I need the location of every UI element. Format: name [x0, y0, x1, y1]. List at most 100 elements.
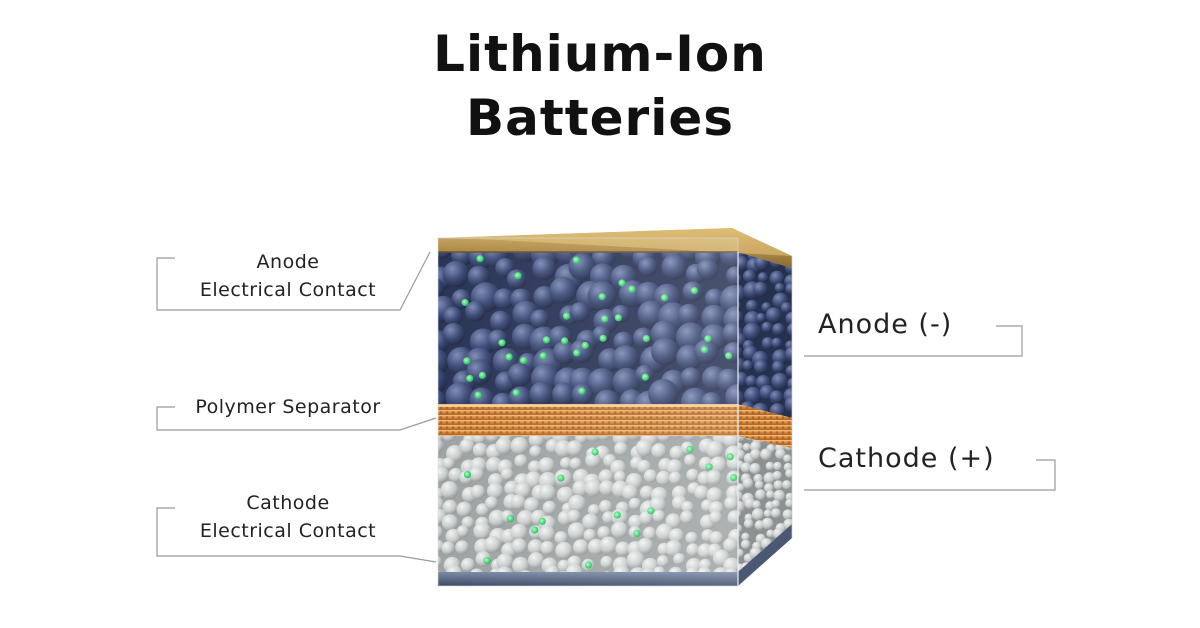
cathode-particle	[761, 572, 770, 581]
anode-particle	[738, 255, 750, 272]
anode-particle	[785, 311, 792, 325]
cathode-contact-label: Cathode Electrical Contact	[170, 489, 406, 545]
anode-particle	[785, 346, 792, 362]
cathode-particle	[752, 500, 761, 510]
cathode-particle	[743, 518, 754, 529]
cathode-particle	[785, 499, 792, 508]
cathode-particle	[763, 472, 776, 484]
cathode-contact-label-line-1: Cathode	[246, 492, 330, 514]
anode-particle	[738, 310, 744, 325]
polymer-separator-label: Polymer Separator	[195, 396, 381, 418]
cathode-particle	[782, 480, 792, 490]
cathode-particle	[738, 524, 743, 534]
anode-particle	[744, 386, 762, 405]
cathode-particle	[785, 469, 792, 478]
cathode-particle	[738, 449, 745, 461]
cathode-particle	[740, 539, 751, 550]
anode-particle	[745, 375, 758, 388]
anode-particle	[753, 359, 769, 374]
cathode-particle	[754, 480, 764, 490]
cathode-particle	[751, 570, 764, 572]
title-line-1: Lithium-Ion	[433, 25, 767, 83]
cathode-label: Cathode (+)	[818, 443, 995, 474]
callout-lines	[156, 251, 1056, 563]
cathode-particle	[785, 542, 792, 552]
cathode-particle	[749, 463, 761, 475]
cathode-particle	[755, 489, 766, 501]
anode-particle	[738, 273, 742, 285]
anode-contact-label-line-2: Electrical Contact	[199, 279, 377, 301]
anode-contact-label-line-1: Anode	[256, 251, 320, 273]
anode-particle	[738, 357, 746, 373]
anode-particle	[756, 312, 766, 323]
cathode-particle	[740, 462, 752, 473]
anode-particle	[771, 337, 783, 349]
anode-particle	[738, 345, 743, 360]
cathode-particle	[766, 490, 775, 499]
cathode-particle	[750, 448, 761, 460]
anode-particle	[769, 270, 785, 286]
cathode-particle	[771, 499, 781, 509]
anode-particle	[753, 281, 768, 297]
callout-cathode	[804, 459, 1056, 491]
cathode-particle	[738, 436, 747, 442]
glass-casing	[437, 237, 793, 587]
anode-particle	[742, 322, 761, 341]
callout-anode	[804, 325, 1023, 357]
anode-particle	[772, 323, 785, 336]
anode-particle	[738, 389, 745, 408]
anode-particle	[774, 282, 785, 294]
cathode-particle	[783, 454, 792, 463]
title-line-2: Batteries	[465, 89, 735, 147]
anode-particle	[761, 337, 775, 350]
cathode-particle	[766, 529, 775, 538]
anode-label: Anode (-)	[818, 309, 953, 340]
cathode-particle	[765, 461, 775, 471]
anode-particle	[765, 307, 782, 324]
cathode-particle	[772, 470, 782, 481]
cathode-particle	[773, 480, 784, 490]
anode-particle	[784, 395, 792, 414]
cathode-particle	[738, 500, 745, 513]
anode-particle	[738, 284, 747, 303]
cathode-particle	[750, 441, 761, 452]
cathode-particle	[782, 561, 792, 572]
anode-particle	[742, 360, 754, 372]
cathode-particle	[764, 483, 774, 493]
cathode-particle	[782, 573, 791, 582]
anode-particle	[761, 321, 773, 333]
anode-particle	[738, 332, 747, 348]
anode-particle	[785, 340, 792, 351]
cathode-particle	[741, 532, 750, 541]
anode-particle	[780, 302, 792, 314]
cathode-particle	[774, 569, 784, 572]
anode-particle	[742, 269, 757, 284]
cathode-particle	[738, 509, 742, 518]
anode-particle	[771, 360, 785, 374]
cathode-particle	[773, 461, 782, 471]
cathode-particle	[783, 550, 792, 563]
cathode-contact-label-line-2: Electrical Contact	[199, 520, 377, 542]
cathode-particle	[770, 562, 781, 572]
callout-cathode-contact	[156, 507, 437, 563]
cathode-particle	[742, 443, 751, 452]
cathode-particle	[773, 489, 786, 502]
cathode-particle	[761, 517, 774, 530]
callout-separator	[156, 406, 437, 431]
cathode-particle	[738, 548, 744, 558]
cathode-particle	[782, 509, 792, 520]
cathode-particle	[742, 477, 754, 489]
cathode-particle	[760, 448, 772, 461]
cathode-particle	[775, 448, 786, 460]
cathode-particle	[738, 490, 743, 503]
cathode-particle	[751, 508, 764, 521]
anode-contact-label: Anode Electrical Contact	[170, 248, 406, 304]
cathode-particle	[762, 563, 775, 572]
anode-particle	[787, 377, 792, 391]
cathode-particle	[770, 508, 781, 519]
anode-particle	[771, 372, 789, 390]
diagram-title: Lithium-Ion Batteries	[0, 22, 1200, 150]
anode-particle	[769, 390, 784, 404]
anode-particle	[738, 371, 749, 388]
